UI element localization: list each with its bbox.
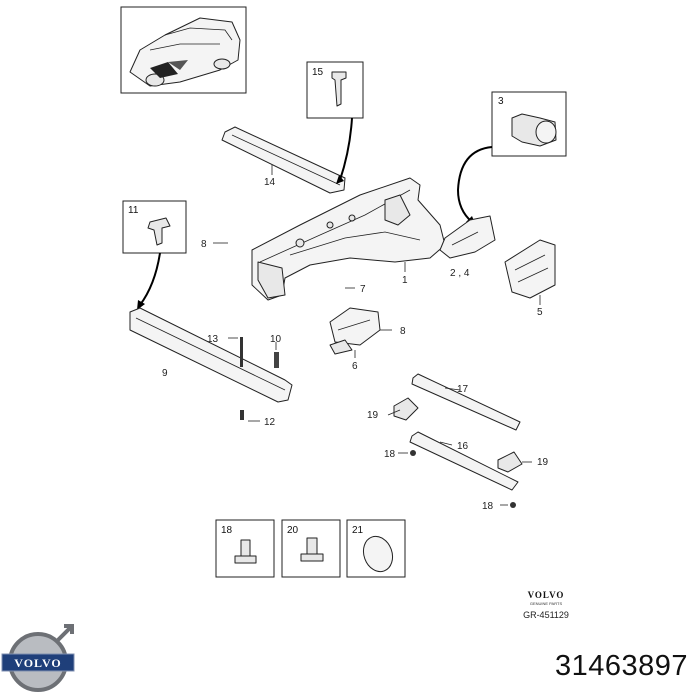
part-14-bar	[221, 126, 346, 194]
car-thumbnail	[120, 6, 247, 94]
legend-box-20: 20	[281, 519, 341, 578]
fastener-10	[274, 352, 279, 368]
part-5-bracket	[504, 239, 556, 299]
part-number: 31463897	[554, 650, 688, 682]
legend-box-21-label: 21	[352, 525, 364, 536]
callout-10: 10	[270, 334, 282, 345]
callout-5: 5	[537, 307, 543, 318]
callout-12: 12	[264, 417, 276, 428]
legend-box-18: 18	[215, 519, 275, 578]
arrow-11	[139, 252, 161, 306]
part-18-nut-b	[510, 502, 516, 508]
part-19-clip-b	[497, 451, 523, 473]
callout-2-4: 2 , 4	[450, 268, 470, 279]
part-19-clip-a	[393, 397, 419, 421]
arrow-3	[456, 146, 493, 223]
arrow-11-head	[137, 300, 145, 310]
volvo-logo	[1, 624, 75, 692]
callout-14: 14	[264, 177, 276, 188]
callout-6: 6	[352, 361, 358, 372]
callout-13: 13	[207, 334, 219, 345]
reference-brand: VOLVO	[527, 590, 565, 600]
box-3	[491, 91, 567, 157]
callout-7: 7	[360, 284, 366, 295]
box-11	[122, 200, 187, 254]
callout-18a: 18	[384, 449, 396, 460]
reference-code: GR-451129	[523, 610, 569, 620]
part-6-mount	[329, 307, 381, 355]
box-15	[306, 61, 364, 119]
callout-11: 11	[128, 205, 139, 216]
callout-15: 15	[312, 67, 324, 78]
arrow-15-head	[336, 175, 344, 184]
callout-17: 17	[457, 384, 469, 395]
part-9-bumper-beam	[129, 307, 293, 403]
legend-box-20-label: 20	[287, 525, 299, 536]
part-2-4-bracket	[439, 215, 496, 259]
callout-8b: 8	[400, 326, 406, 337]
reference-subtitle: GENUINE PARTS	[529, 601, 563, 606]
callout-18b: 18	[482, 501, 494, 512]
part-1-frame-rail	[251, 177, 446, 301]
callout-19a: 19	[367, 410, 379, 421]
arrow-15	[339, 117, 353, 181]
callout-9: 9	[162, 368, 168, 379]
callout-8a: 8	[201, 239, 207, 250]
fastener-13	[240, 337, 243, 367]
volvo-logo-text: VOLVO	[14, 656, 62, 670]
part-17-strip	[411, 373, 521, 431]
leader-lines	[213, 165, 541, 506]
callout-16: 16	[457, 441, 469, 452]
callout-1: 1	[402, 275, 408, 286]
legend-box-21: 21	[346, 519, 406, 578]
callout-3: 3	[498, 96, 504, 107]
part-16-strip	[409, 431, 519, 491]
part-18-nut-a	[410, 450, 416, 456]
fastener-12	[240, 410, 244, 420]
legend-box-18-label: 18	[221, 525, 233, 536]
callout-19b: 19	[537, 457, 549, 468]
